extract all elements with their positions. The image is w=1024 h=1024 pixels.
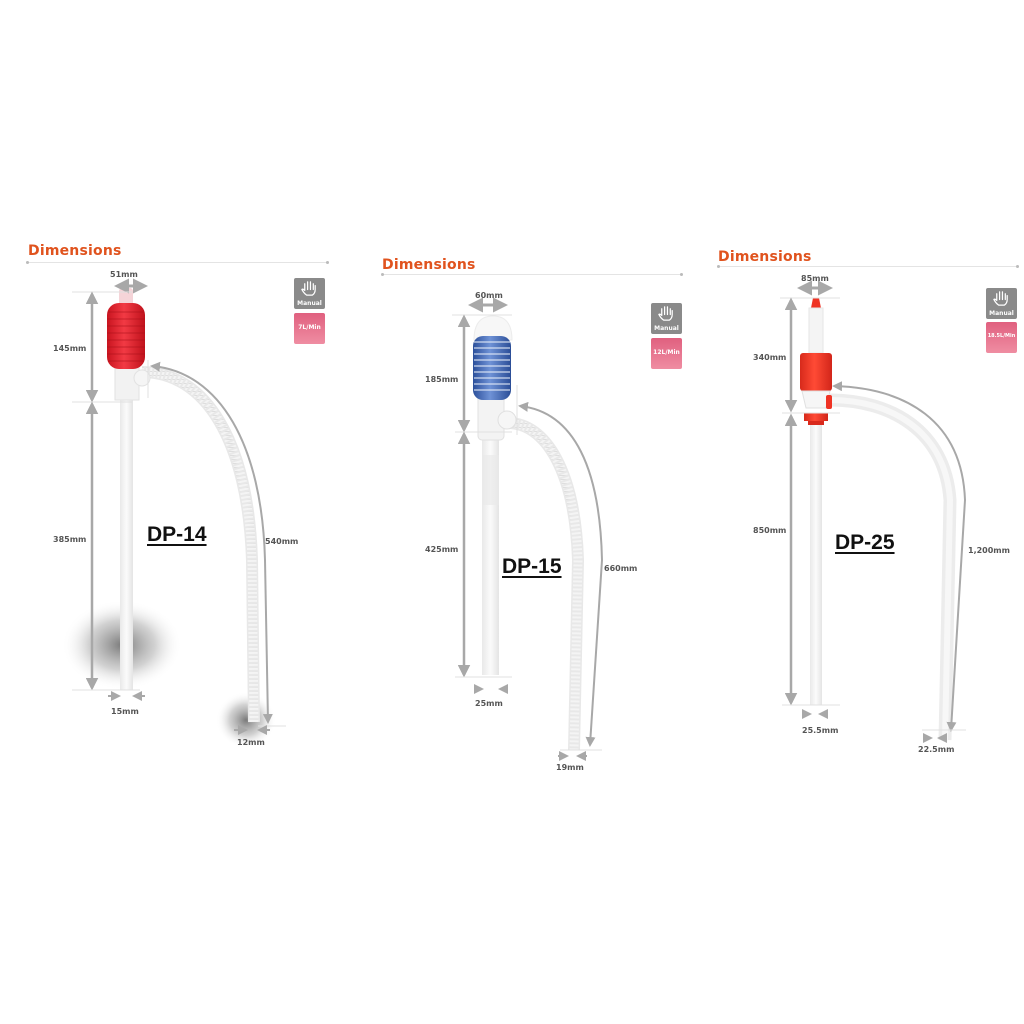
manual-badge: Manual (651, 303, 682, 334)
dim-hose-diameter: 12mm (237, 738, 265, 747)
flow-rate-badge: 7L/Min (294, 313, 325, 344)
model-label: DP-14 (147, 523, 207, 546)
dim-hose-length: 540mm (265, 537, 299, 546)
dim-tube-diameter: 15mm (111, 707, 139, 716)
dim-head-width: 51mm (110, 270, 138, 279)
flow-rate-badge: 18.5L/Min (986, 322, 1017, 353)
dim-tube-diameter: 25.5mm (802, 726, 839, 735)
dim-hose-length: 660mm (604, 564, 638, 573)
manual-badge: Manual (986, 288, 1017, 319)
dim-hose-diameter: 22.5mm (918, 745, 955, 754)
dim-tube-length: 425mm (425, 545, 459, 554)
dim-hose-diameter: 19mm (556, 763, 584, 772)
dim-tube-diameter: 25mm (475, 699, 503, 708)
model-label: DP-25 (835, 531, 895, 554)
dim-hose-length: 1,200mm (968, 546, 1010, 555)
dim-tube-length: 385mm (53, 535, 87, 544)
dim-tube-length: 850mm (753, 526, 787, 535)
flow-rate-badge: 12L/Min (651, 338, 682, 369)
model-label: DP-15 (502, 555, 562, 578)
dim-head-height: 145mm (53, 344, 87, 353)
title-divider (717, 265, 1019, 268)
hand-icon (301, 281, 316, 296)
dim-head-height: 340mm (753, 353, 787, 362)
dim-head-width: 60mm (475, 291, 503, 300)
hand-icon (993, 291, 1008, 306)
section-title: Dimensions (28, 243, 122, 259)
title-divider (381, 273, 683, 276)
manual-badge: Manual (294, 278, 325, 309)
title-divider (26, 261, 329, 264)
section-title: Dimensions (382, 257, 476, 273)
hand-icon (658, 306, 673, 321)
dim-head-height: 185mm (425, 375, 459, 384)
section-title: Dimensions (718, 249, 812, 265)
dim-head-width: 85mm (801, 274, 829, 283)
